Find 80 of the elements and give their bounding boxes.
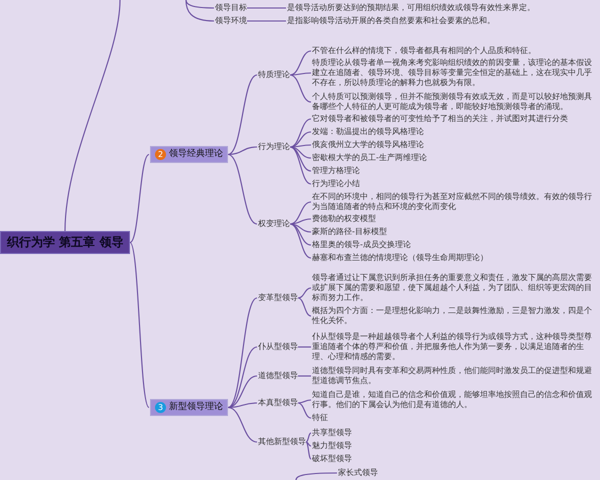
connector — [290, 223, 312, 259]
connector — [298, 346, 311, 348]
connector — [228, 406, 258, 443]
connector — [290, 131, 312, 148]
connector — [228, 146, 258, 156]
branch-label: 领导目标 — [215, 3, 247, 13]
connector — [290, 223, 312, 246]
connector — [298, 399, 312, 404]
connector — [290, 50, 312, 76]
connector — [247, 20, 286, 22]
note-text: 管理方格理论 — [312, 166, 594, 176]
note-text: 俄亥俄州立大学的领导风格理论 — [312, 140, 594, 150]
connector — [290, 201, 312, 225]
branch-label: 行为理论 — [258, 142, 290, 152]
connector — [290, 144, 311, 148]
connector — [290, 146, 312, 172]
note-text: 特征 — [312, 413, 594, 423]
branch-label: 其他新型领导 — [258, 437, 306, 447]
connector — [130, 242, 150, 408]
connector — [247, 7, 286, 9]
connector — [64, 0, 121, 232]
connector — [228, 375, 258, 408]
note-text: 是领导活动所要达到的预期结果，可用组织绩效或领导有效性来界定。 — [287, 3, 535, 13]
note-text: 在不同的环境中，相同的领导行为甚至对应截然不同的领导绩效。有效的领导行为当随追随者的特点和环境的变化而变化 — [312, 192, 594, 212]
branch-label: 变革型领导 — [258, 293, 298, 303]
connector — [298, 375, 311, 377]
number-badge: 2 — [155, 149, 166, 160]
connector — [228, 346, 258, 408]
connector — [298, 287, 312, 299]
connector — [298, 297, 312, 317]
connector — [290, 146, 312, 185]
note-text: 知道自己是谁，知道自己的信念和价值观，能够坦率地按照自己的信念和价值观行事。他们的下属会认为他们是有道德的人。 — [312, 390, 594, 410]
note-text: 概括为四个方面：一是理想化影响力，二是鼓舞性激励，三是智力激发，四是个性化关怀。 — [312, 306, 594, 326]
connector — [290, 118, 312, 148]
note-text: 特质理论从领导者单一视角来考究影响组织绩效的前因变量，该理论的基本假设建立在追随者、领导环境、领导目标等变量完全恒定的基础上，这在现实中几乎不存在，所以特质理论的解释力也就极为有限。 — [312, 58, 594, 88]
connector — [228, 74, 258, 155]
note-text: 破坏型领导 — [312, 454, 594, 464]
note-text: 共享型领导 — [312, 428, 594, 438]
connector — [228, 154, 258, 224]
note-text: 领导者通过让下属意识到所承担任务的重要意义和责任，激发下属的高层次需要或扩展下属的需要和愿望，使下属超越个人利益，为了团队、组织等更宏阔的目标而努力工作。 — [312, 273, 594, 303]
topic-label: 新型领导理论 — [169, 402, 223, 413]
connector — [306, 441, 312, 447]
connector — [185, 0, 214, 9]
note-text: 魅力型领导 — [312, 441, 594, 451]
number-badge: 3 — [155, 402, 166, 413]
branch-label: 本真型领导 — [258, 398, 298, 408]
connector — [295, 472, 337, 480]
connector — [290, 146, 312, 159]
central-topic-box: 织行为学 第五章 领导 — [0, 231, 130, 254]
connector — [290, 72, 311, 76]
note-text: 豪斯的路径-目标模型 — [312, 227, 594, 237]
note-text: 密歇根大学的员工-生产两维理论 — [312, 153, 594, 163]
branch-label: 领导环境 — [215, 16, 247, 26]
note-text: 仆从型领导是一种超越领导者个人利益的领导行为或领导方式，这种领导类型尊重追随者个体的尊严和价值，并把服务他人作为第一要务，以满足追随者的生理、心理和情感的需要。 — [312, 332, 594, 362]
connector — [228, 298, 258, 408]
branch-label: 特质理论 — [258, 70, 290, 80]
note-text: 费德勒的权变模型 — [312, 214, 594, 224]
note-text: 行为理论小结 — [312, 179, 594, 189]
topic-label: 领导经典理论 — [169, 149, 223, 160]
branch-label: 仆从型领导 — [258, 342, 298, 352]
note-text: 格里奥的领导-成员交换理论 — [312, 240, 594, 250]
connector — [130, 154, 150, 243]
connector — [298, 402, 312, 419]
note-text: 赫塞和布查兰德的情境理论（领导生命周期理论） — [312, 253, 594, 263]
connector — [290, 74, 312, 103]
note-text: 家长式领导 — [338, 468, 600, 478]
note-text: 它对领导者和被领导者的可变性给予了相当的关注，并试图对其进行分类 — [312, 114, 594, 124]
topic-box — [150, 146, 228, 163]
branch-label: 道德型领导 — [258, 371, 298, 381]
note-text: 道德型领导同时具有变革和交易两种性质，他们能同时激发员工的促进型和规避型道德调节焦点。 — [312, 366, 594, 386]
connector — [306, 442, 312, 460]
note-text: 不管在什么样的情境下，领导者都具有相同的个人品质和特征。 — [312, 46, 594, 56]
note-text: 发端：勒温提出的领导风格理论 — [312, 127, 594, 137]
branch-label: 权变理论 — [258, 219, 290, 229]
note-text: 是指影响领导活动开展的各类自然要素和社会要素的总和。 — [287, 16, 495, 26]
connector — [306, 432, 312, 442]
topic-box — [150, 399, 228, 416]
note-text: 个人特质可以预测领导，但并不能预测领导有效或无效，而是可以较好地预测具备哪些个人特征的人更可能成为领导者，即能较好地预测领导者的涌现。 — [312, 92, 594, 112]
connector — [290, 223, 312, 233]
connector — [185, 0, 214, 22]
